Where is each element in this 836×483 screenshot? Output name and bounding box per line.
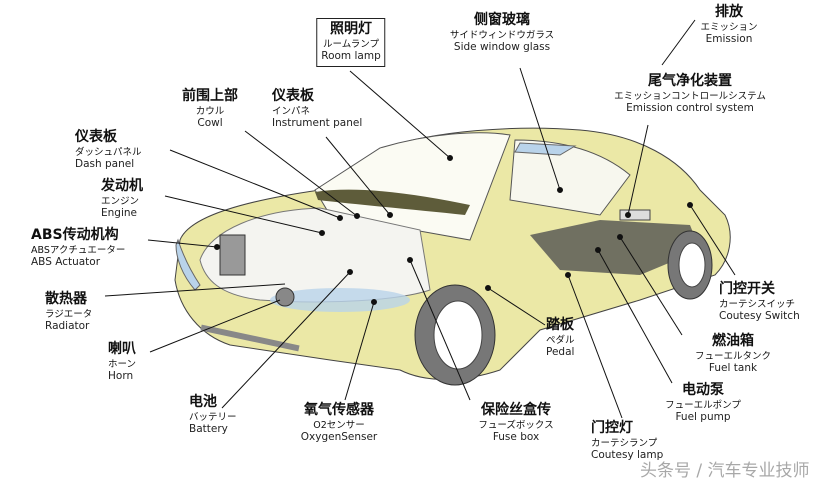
- label-emission: 排放 エミッション Emission: [700, 4, 757, 47]
- label-zh: 仪表板: [272, 88, 314, 104]
- label-en: OxygenSenser: [300, 431, 378, 444]
- label-abs-actuator: ABS传动机构 ABSアクチュエーター ABS Actuator: [31, 227, 125, 270]
- label-zh: 排放: [714, 4, 743, 20]
- label-instrument-panel: 仪表板 インパネ Instrument panel: [272, 88, 362, 131]
- label-emission-control: 尾气净化装置 エミッションコントロールシステム Emission control…: [614, 73, 766, 116]
- label-en: ABS Actuator: [31, 256, 101, 269]
- label-en: Fuse box: [492, 431, 540, 444]
- label-en: Horn: [108, 370, 134, 383]
- label-jp: カーテシスイッチ: [719, 298, 796, 310]
- label-jp: ラジエータ: [45, 308, 93, 320]
- sunroof: [514, 142, 577, 156]
- label-jp: フューエルタンク: [694, 350, 772, 362]
- horn-part: [275, 287, 295, 307]
- label-zh: 燃油箱: [711, 333, 754, 349]
- label-en: Dash panel: [75, 158, 135, 171]
- label-en: Side window glass: [453, 41, 551, 54]
- abs-actuator-part: [219, 234, 246, 276]
- label-en: Coutesy lamp: [591, 449, 664, 462]
- watermark: 头条号 / 汽车专业技师: [640, 461, 810, 481]
- label-jp: バッテリー: [189, 411, 237, 423]
- label-en: Coutesy Switch: [719, 310, 800, 323]
- label-en: Pedal: [546, 346, 575, 359]
- label-zh: 氧气传感器: [304, 402, 374, 418]
- label-zh: 踏板: [546, 317, 574, 333]
- label-jp: カウル: [195, 105, 225, 117]
- label-zh: 门控开关: [719, 281, 775, 297]
- label-zh: 发动机: [101, 178, 143, 194]
- label-zh: 保险丝盒传: [481, 402, 551, 418]
- label-en: Emission control system: [626, 102, 754, 115]
- label-jp: ABSアクチュエーター: [31, 244, 126, 256]
- label-fuse-box: 保险丝盒传 フューズボックス Fuse box: [478, 402, 553, 445]
- label-radiator: 散热器 ラジエータ Radiator: [45, 291, 92, 334]
- label-zh: 电池: [189, 394, 217, 410]
- label-courtesy-switch: 门控开关 カーテシスイッチ Coutesy Switch: [719, 281, 800, 324]
- label-jp: エミッション: [700, 21, 758, 33]
- label-en: Cowl: [197, 117, 223, 130]
- label-room-lamp: 照明灯 ルームランプ Room lamp: [316, 18, 386, 67]
- label-zh: 门控灯: [591, 420, 633, 436]
- label-jp: カーテシランプ: [591, 437, 658, 449]
- label-en: Battery: [189, 423, 228, 436]
- label-jp: フューズボックス: [478, 419, 554, 431]
- label-courtesy-lamp: 门控灯 カーテシランプ Coutesy lamp: [591, 420, 663, 463]
- label-en: Engine: [101, 207, 137, 220]
- label-cowl: 前围上部 カウル Cowl: [182, 88, 238, 131]
- grille: [200, 324, 300, 352]
- label-battery: 电池 バッテリー Battery: [189, 394, 237, 437]
- label-pedal: 踏板 ペダル Pedal: [546, 317, 575, 360]
- label-zh: 照明灯: [329, 21, 372, 37]
- label-fuel-pump: 电动泵 フューエルポンプ Fuel pump: [665, 382, 741, 425]
- label-fuel-tank: 燃油箱 フューエルタンク Fuel tank: [695, 333, 771, 376]
- label-jp: サイドウィンドウガラス: [449, 29, 555, 41]
- label-zh: 喇叭: [108, 341, 136, 357]
- label-oxygen-sensor: 氧气传感器 O2センサー OxygenSenser: [301, 402, 378, 445]
- label-en: Fuel tank: [708, 362, 758, 375]
- coolant-area: [270, 288, 410, 312]
- leader-lines: [104, 19, 736, 419]
- cowl-panel: [315, 189, 470, 215]
- label-jp: インパネ: [272, 105, 311, 117]
- label-jp: ルームランプ: [323, 38, 379, 50]
- label-jp: エンジン: [101, 195, 140, 207]
- label-jp: O2センサー: [313, 419, 365, 431]
- label-en: Room lamp: [321, 50, 381, 63]
- label-dash-panel: 仪表板 ダッシュパネル Dash panel: [75, 129, 142, 172]
- label-jp: ペダル: [546, 334, 575, 346]
- label-jp: ダッシュパネル: [75, 146, 142, 158]
- label-jp: エミッションコントロールシステム: [614, 90, 766, 102]
- label-side-window: 侧窗玻璃 サイドウィンドウガラス Side window glass: [450, 12, 554, 55]
- label-en: Radiator: [45, 320, 90, 333]
- label-zh: 尾气净化装置: [648, 73, 732, 89]
- label-jp: フューエルポンプ: [665, 399, 741, 411]
- label-en: Fuel pump: [675, 411, 731, 424]
- label-en: Emission: [705, 33, 753, 46]
- emission-device: [619, 209, 651, 221]
- fuel-tank-area: [530, 220, 700, 275]
- label-zh: 电动泵: [682, 382, 724, 398]
- label-en: Instrument panel: [272, 117, 363, 130]
- label-zh: 仪表板: [75, 129, 117, 145]
- side-window: [509, 139, 631, 216]
- label-zh: 散热器: [45, 291, 87, 307]
- label-zh: 前围上部: [182, 88, 238, 104]
- label-horn: 喇叭 ホーン Horn: [108, 341, 136, 384]
- label-zh: ABS传动机构: [31, 227, 119, 243]
- label-engine: 发动机 エンジン Engine: [101, 178, 143, 221]
- label-zh: 侧窗玻璃: [474, 12, 530, 28]
- label-jp: ホーン: [108, 358, 137, 370]
